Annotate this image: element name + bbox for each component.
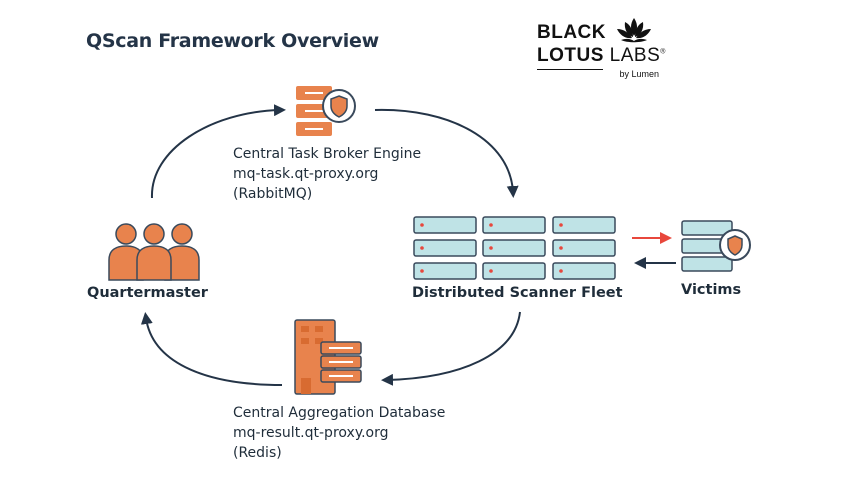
arrow-database-to-quartermaster <box>140 312 283 386</box>
logo-line2: LOTUS LABS® <box>537 45 666 67</box>
logo-divider <box>537 69 603 70</box>
database-tech: (Redis) <box>233 445 282 461</box>
quartermaster-people-icon <box>108 223 200 281</box>
victims-server-icon <box>681 220 751 272</box>
logo-registered-mark: ® <box>660 48 666 56</box>
fleet-label: Distributed Scanner Fleet <box>412 285 623 301</box>
diagram-title: QScan Framework Overview <box>86 30 379 52</box>
logo-labs-text: LABS <box>603 45 661 66</box>
logo-line1: BLACK <box>537 22 606 43</box>
broker-label: Central Task Broker Engine mq-task.qt-pr… <box>233 144 421 204</box>
database-label: Central Aggregation Database mq-result.q… <box>233 403 445 463</box>
lotus-icon <box>617 18 651 43</box>
logo-byline: by Lumen <box>619 69 659 79</box>
broker-tech: (RabbitMQ) <box>233 186 313 202</box>
task-broker-server-icon <box>296 86 356 136</box>
logo-lotus-text: LOTUS <box>537 45 604 66</box>
database-host: mq-result.qt-proxy.org <box>233 425 389 441</box>
arrow-quartermaster-to-broker <box>150 104 286 199</box>
arrow-fleet-to-database <box>381 311 521 386</box>
scanner-fleet-icon <box>413 216 616 280</box>
database-name: Central Aggregation Database <box>233 405 446 421</box>
arrow-broker-to-fleet <box>374 108 519 198</box>
victims-label: Victims <box>681 282 742 298</box>
aggregation-database-icon <box>294 319 362 395</box>
broker-name: Central Task Broker Engine <box>233 146 422 162</box>
quartermaster-label: Quartermaster <box>87 285 208 301</box>
black-lotus-labs-logo: BLACK LOTUS LABS® by Lumen <box>537 16 667 82</box>
broker-host: mq-task.qt-proxy.org <box>233 166 379 182</box>
